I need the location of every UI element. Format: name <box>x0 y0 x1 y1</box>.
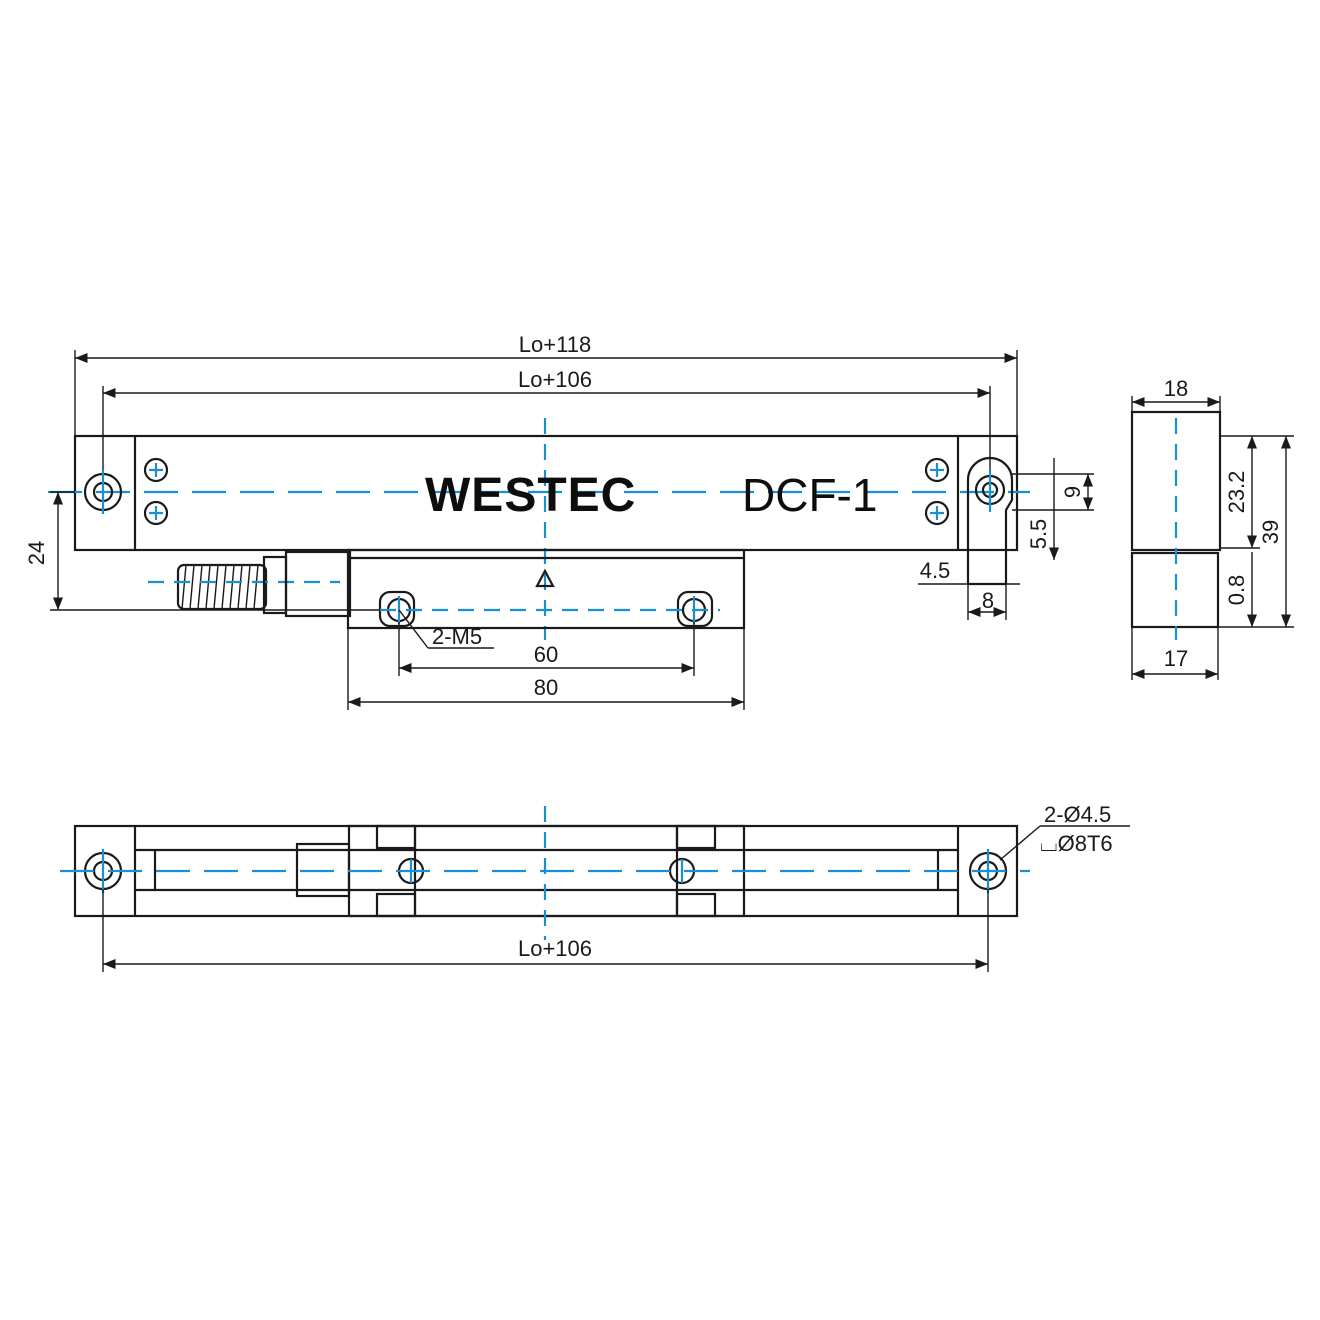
right-screws <box>924 457 950 526</box>
dim-label-hole-spacing: 60 <box>534 642 558 667</box>
label-thread: 2-M5 <box>432 624 482 649</box>
dim-bracket: 8 4.5 9 5.5 <box>918 458 1094 620</box>
cable-spring <box>148 563 340 611</box>
left-screws <box>143 457 169 526</box>
reading-head <box>262 548 746 630</box>
dim-label-hole-offset: 5.5 <box>1026 519 1051 550</box>
dim-label-upper-height: 23.2 <box>1224 471 1249 514</box>
label-hole-spec-1: 2-Ø4.5 <box>1044 802 1111 827</box>
dim-overall-length: Lo+118 <box>74 332 1018 436</box>
dim-label-slot-height: 9 <box>1060 486 1085 498</box>
dim-label-bottom-length: Lo+106 <box>518 936 592 961</box>
left-mounting-hole <box>83 470 123 514</box>
dim-label-bracket-width: 8 <box>982 588 994 613</box>
brand-logo: WESTEC <box>425 469 636 522</box>
dim-reader-length: 80 <box>347 628 745 710</box>
dim-mounting-length: Lo+106 <box>102 367 991 470</box>
dim-label-gap: 0.8 <box>1224 575 1249 606</box>
dim-hole-spacing: 60 <box>398 622 695 676</box>
dim-label-reader-length: 80 <box>534 675 558 700</box>
front-view: WESTEC DCF-1 Lo+118 <box>24 332 1094 710</box>
dim-label-bottom-width: 17 <box>1164 646 1188 671</box>
dim-label-total-height: 39 <box>1258 520 1283 544</box>
label-hole-spec-2: ⌴Ø8T6 <box>1040 831 1113 856</box>
dim-label-height: 24 <box>24 541 49 565</box>
right-bracket <box>966 456 1014 586</box>
dim-label-top-width: 18 <box>1164 376 1188 401</box>
reference-mark <box>535 568 555 588</box>
model-name: DCF-1 <box>742 469 877 521</box>
dim-label-overall-length: Lo+118 <box>519 332 591 357</box>
bottom-view: 2-Ø4.5 ⌴Ø8T6 Lo+106 <box>60 802 1130 972</box>
side-view: 18 17 23.2 0.8 39 <box>1130 376 1294 680</box>
leader-thread: 2-M5 <box>398 609 494 649</box>
dim-label-bracket-offset: 4.5 <box>920 558 951 583</box>
dim-height-24: 24 <box>24 491 380 611</box>
dim-label-mounting-length: Lo+106 <box>518 367 592 392</box>
